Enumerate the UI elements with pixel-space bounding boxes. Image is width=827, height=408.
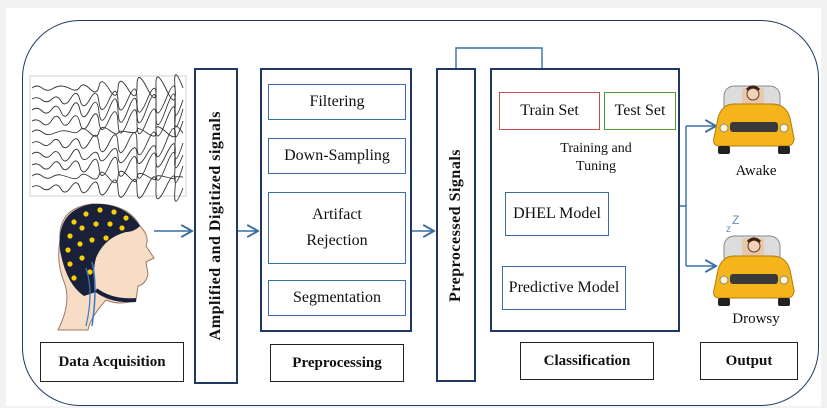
svg-text:z: z [726,224,731,235]
artifact-rejection-step: Artifact Rejection [268,192,406,264]
train-set-box: Train Set [499,92,600,130]
amplified-digitized-box: Amplified and Digitized signals [194,68,238,384]
data-acquisition-label: Data Acquisition [40,342,184,382]
drowsy-label: Drowsy [732,311,780,327]
artifact-rejection-label: Artifact Rejection [306,206,368,249]
preprocessed-signals-box: Preprocessed Signals [436,68,476,382]
svg-text:Z: Z [732,213,739,227]
amplified-digitized-label: Amplified and Digitized signals [207,111,224,341]
classification-label: Classification [520,342,654,380]
preprocessing-label: Preprocessing [270,344,404,382]
figure-panel [6,8,821,406]
filtering-step: Filtering [268,84,406,120]
output-label: Output [700,342,798,380]
down-sampling-step: Down-Sampling [268,138,406,174]
drowsy-car-illustration: z Z [713,213,795,306]
eeg-cap-head-illustration [57,203,155,331]
test-set-box: Test Set [604,92,676,130]
awake-car-illustration [713,85,795,154]
dhel-model-box: DHEL Model [505,192,609,236]
awake-label: Awake [735,163,777,179]
pipeline-outline [22,20,819,406]
predictive-model-box: Predictive Model [502,266,626,310]
eeg-signal-traces [29,74,187,202]
segmentation-step: Segmentation [268,280,406,316]
preprocessed-signals-label: Preprocessed Signals [447,148,464,302]
training-tuning-note: Training and Tuning [560,141,632,174]
